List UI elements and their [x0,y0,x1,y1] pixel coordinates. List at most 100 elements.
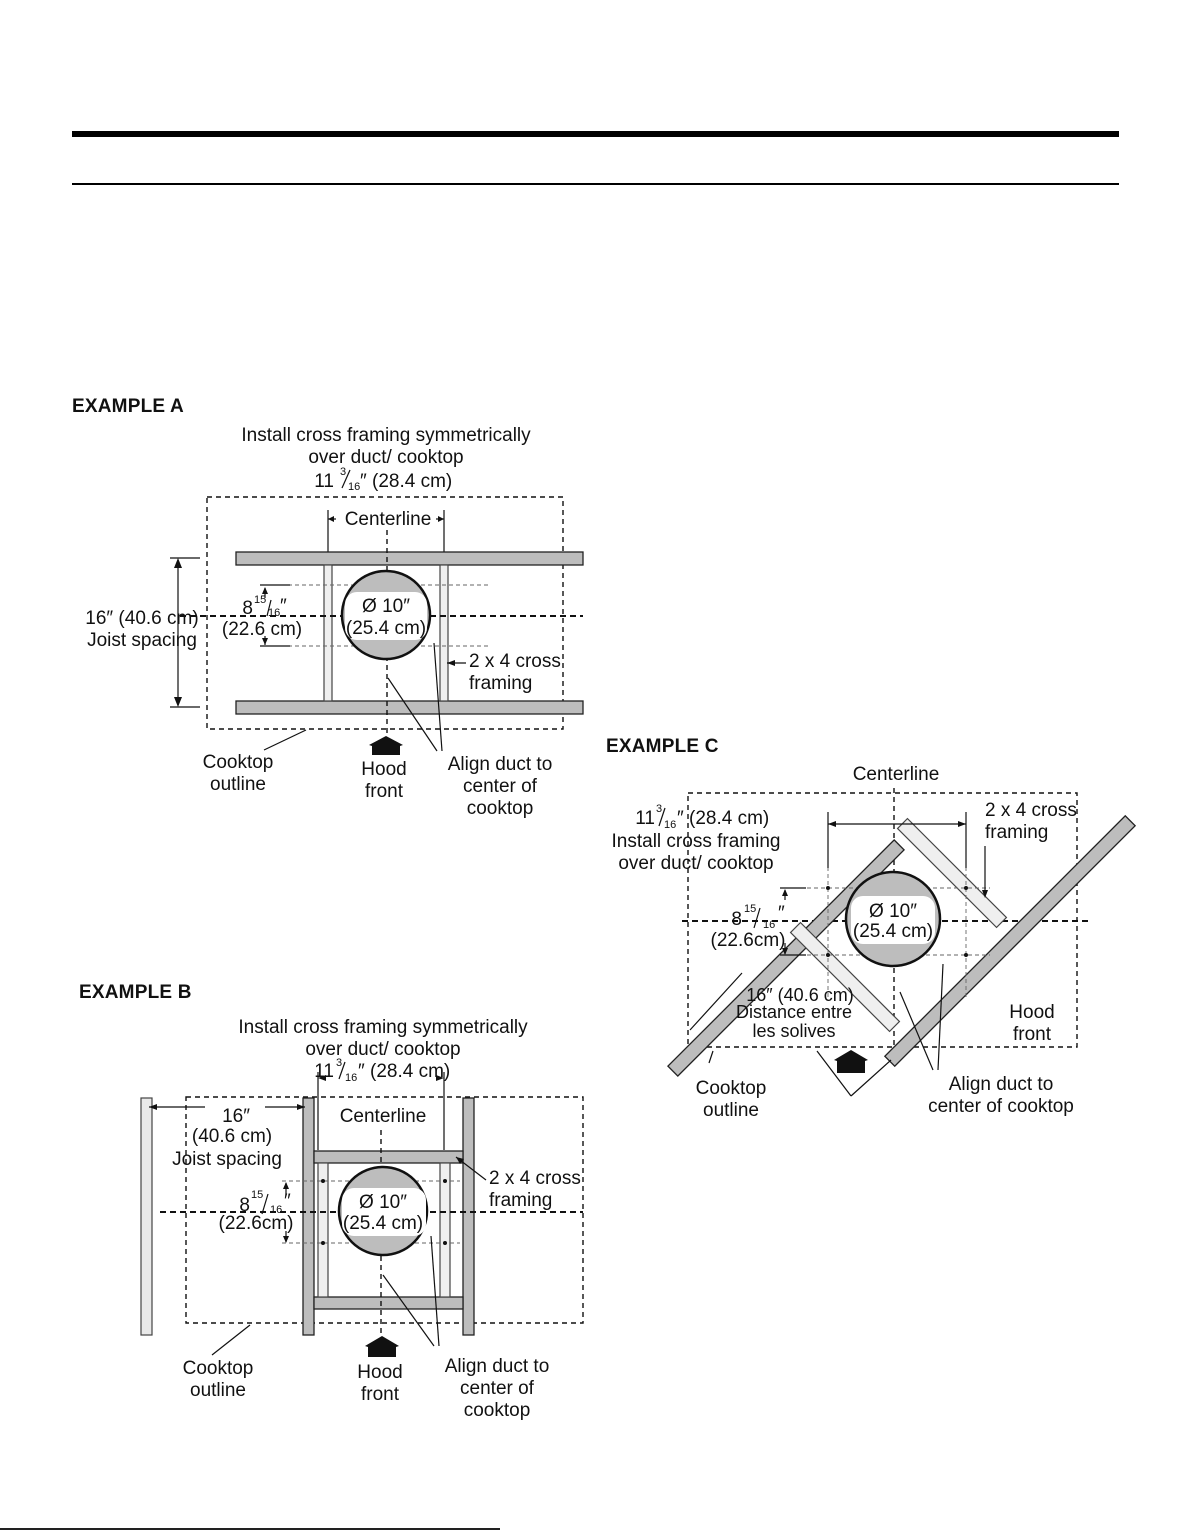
example-a-joist-spacing: 16″ (40.6 cm) [85,608,198,629]
example-b-joist-spacing-cm: (40.6 cm) [192,1126,272,1147]
example-c-depth-den: 16 [763,919,775,931]
example-b-joist-spacing: 16″ [222,1106,250,1127]
example-a-joist-bottom [235,700,584,715]
example-a-duct-diameter: Ø 10″ [362,596,410,617]
example-b-width-den: 16 [345,1072,357,1084]
example-c-centerline-label: Centerline [853,764,940,785]
example-b-hood-label: Hood [357,1362,402,1383]
example-a-width-dimension: 11 3 16 ″ (28.4 cm) [314,466,452,493]
example-b-framing-label2: framing [489,1190,552,1211]
example-b-cross-framing-top [313,1150,464,1164]
example-b-depth-cm: (22.6cm) [219,1213,294,1234]
example-a-align-label2: center of [463,776,538,797]
example-a-duct: Ø 10″ (25.4 cm) [340,569,432,661]
example-a-label: EXAMPLE A [72,396,184,417]
example-a-note-line1: Install cross framing symmetrically [241,425,531,446]
example-c-joist-left [666,838,906,1078]
example-b-align-label: Align duct to [445,1356,550,1377]
example-c-cooktop-label: Cooktop [696,1078,767,1099]
example-c-label: EXAMPLE C [606,736,719,757]
example-b-centerline-label: Centerline [340,1106,427,1127]
top-rule-thin [72,183,1119,185]
example-a-joist-spacing-label: Joist spacing [87,630,197,651]
example-c-diagram: Centerline 11 3 16 ″ (28.4 cm) Install c… [612,764,1137,1121]
example-c-width-den: 16 [664,819,676,831]
example-c-depth-dimension: 8 15 16 ″ (22.6cm) [711,903,786,951]
example-c-hood-arrow-icon [834,1050,868,1073]
example-b-cooktop-label2: outline [190,1380,246,1401]
example-b-cooktop-label: Cooktop [183,1358,254,1379]
example-a-depth-den: 16 [268,607,280,619]
example-b-align-label3: cooktop [464,1400,531,1421]
example-b-joist-left [302,1097,315,1336]
example-a-centerline-label: Centerline [345,509,432,530]
bottom-rule [0,1528,500,1530]
example-c-note-line1: Install cross framing [612,831,781,852]
example-b-duct-cm: (25.4 cm) [343,1213,423,1234]
example-a-width-num: 3 [340,466,346,478]
example-c-depth-cm: (22.6cm) [711,930,786,951]
example-b-framing-label: 2 x 4 cross [489,1168,581,1189]
example-b-width-rest: ″ (28.4 cm) [358,1061,450,1082]
example-b-depth-whole: 8 [239,1195,250,1216]
example-a-width-whole: 11 [314,471,334,492]
example-b-width-num: 3 [336,1057,342,1069]
example-a-framing-label2: framing [469,673,532,694]
example-a-depth-num: 15 [254,594,266,606]
top-rule-thick [72,131,1119,137]
example-c-width-num: 3 [656,803,662,815]
example-c-cross-framing-bottom [789,921,901,1033]
example-a-note-line2: over duct/ cooktop [308,447,463,468]
example-c-note-line2: over duct/ cooktop [618,853,773,874]
example-a-hood-label: Hood [361,759,406,780]
example-b-cross-framing-left [317,1162,329,1298]
example-b-hood-label2: front [361,1384,400,1405]
example-c-duct-cm: (25.4 cm) [853,921,933,942]
example-c-depth-whole: 8 [731,909,742,930]
example-c-framing-label: 2 x 4 cross [985,800,1077,821]
example-a-cross-framing-right [439,564,449,702]
example-b-joist-right [462,1097,475,1336]
example-a-framing-label: 2 x 4 cross [469,651,561,672]
example-b-note-line2: over duct/ cooktop [305,1039,460,1060]
example-a-depth-cm: (22.6 cm) [222,619,302,640]
example-b-cross-framing-right [439,1162,451,1298]
example-a-hood-label2: front [365,781,404,802]
example-c-joist-spacing-fr1: Distance entre [736,1002,852,1022]
example-b-width-dimension: 11 3 16 ″ (28.4 cm) [314,1057,450,1084]
example-c-align-label2: center of cooktop [928,1096,1074,1117]
example-c-duct-diameter: Ø 10″ [869,901,917,922]
example-b-depth-dimension: 8 15 16 ″ (22.6cm) [219,1189,294,1234]
example-b-joist-spacing-label: Joist spacing [172,1149,282,1170]
example-c-hood-label2: front [1013,1024,1052,1045]
example-c-width-whole: 11 [635,808,655,829]
example-c-align-label: Align duct to [949,1074,1054,1095]
example-c-cooktop-label2: outline [703,1100,759,1121]
example-b-duct: Ø 10″ (25.4 cm) [337,1165,429,1257]
example-c-depth-rest: ″ [778,903,785,924]
example-b-joist-far-left [140,1097,153,1336]
example-b-note-line1: Install cross framing symmetrically [238,1017,528,1038]
example-a-align-label3: cooktop [467,798,534,819]
example-b-label: EXAMPLE B [79,982,192,1003]
example-a-duct-cm: (25.4 cm) [346,618,426,639]
example-b-duct-diameter: Ø 10″ [359,1192,407,1213]
example-a-depth-rest: ″ [280,596,287,617]
example-a-width-rest: ″ (28.4 cm) [360,471,452,492]
example-b-hood-arrow-icon [365,1336,399,1357]
example-c-duct: Ø 10″ (25.4 cm) [844,870,942,968]
example-a-joist-top [235,551,584,566]
example-a-hood-arrow-icon [369,736,403,755]
example-a-cross-framing-left [323,564,333,702]
example-a-cooktop-label2: outline [210,774,266,795]
example-b-depth-rest: ″ [284,1191,291,1212]
example-a-width-den: 16 [348,481,360,493]
example-b-width-whole: 11 [314,1061,334,1082]
example-c-joist-spacing: 16″ (40.6 cm) [746,985,853,1005]
example-b-cooktop-outline-rect [185,1096,584,1324]
example-a-cooktop-outline-rect [206,496,564,730]
example-a-depth-dimension: 8 15 16 ″ (22.6 cm) [222,594,302,640]
example-b-cross-framing-bottom [313,1296,464,1310]
example-c-framing-label2: framing [985,822,1048,843]
example-a-align-label: Align duct to [448,754,553,775]
